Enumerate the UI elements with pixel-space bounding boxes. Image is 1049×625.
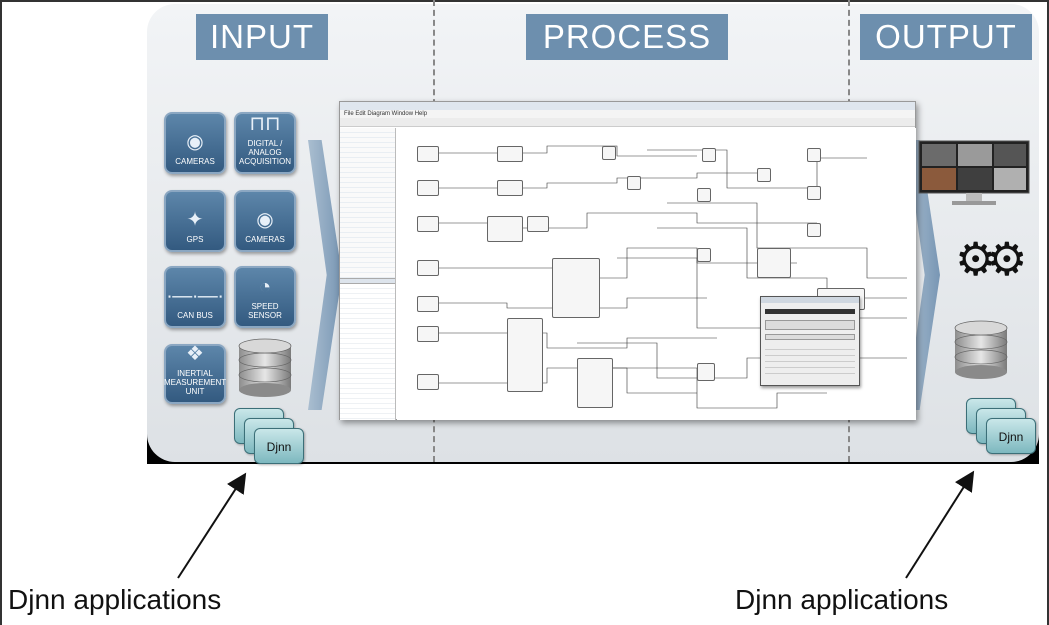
graph-node [417, 296, 439, 312]
output-header: OUTPUT [860, 14, 1032, 60]
popup-volume-bar [765, 334, 855, 340]
graph-node [757, 248, 791, 278]
gears-icon: ⚙⚙ [955, 233, 1028, 285]
editor-menu-bar: File Edit Diagram Window Help [340, 110, 915, 118]
popup-seek-bar [765, 320, 855, 330]
tree-rows [340, 128, 395, 278]
graph-node [807, 148, 821, 162]
djnn-card: Djnn [986, 418, 1036, 454]
graph-node [497, 180, 523, 196]
bus-network-icon: ∙—∙—∙ [166, 285, 224, 307]
graph-node [417, 260, 439, 276]
left-caption: Djnn applications [8, 584, 222, 615]
graph-node [487, 216, 523, 242]
djnn-stack-right: Djnn [966, 398, 1046, 462]
imu-tile: ❖ INERTIAL MEASUREMENT UNIT [164, 343, 226, 404]
cameras-tile-2: ◉ CAMERAS [234, 190, 296, 252]
can-bus-tile: ∙—∙—∙ CAN BUS [164, 266, 226, 328]
speedometer-icon: ◔ [258, 276, 272, 298]
djnn-card: Djnn [254, 428, 304, 464]
database-icon [238, 338, 292, 397]
speed-sensor-tile: ◔ SPEED SENSOR [234, 266, 296, 328]
graph-node [417, 146, 439, 162]
graph-node [577, 358, 613, 408]
camera-icon: ◉ [186, 131, 204, 153]
djnn-card-label: Djnn [266, 440, 292, 454]
graph-node [697, 248, 711, 262]
dataflow-editor-window: File Edit Diagram Window Help [339, 101, 916, 420]
right-callout-arrow [905, 470, 975, 579]
cameras-tile: ◉ CAMERAS [164, 112, 226, 174]
monitor-icon [918, 140, 1030, 205]
graph-node [807, 186, 821, 200]
process-header: PROCESS [526, 14, 728, 60]
graph-node [417, 374, 439, 390]
imu-cube-icon: ❖ [186, 343, 204, 365]
project-tree [340, 128, 396, 420]
acquisition-tile: ⊓⊓ DIGITAL / ANALOG ACQUISITION [234, 112, 296, 174]
graph-node [507, 318, 543, 392]
output-database-icon [954, 320, 1008, 379]
video-player-popup [760, 296, 860, 386]
graph-node [417, 180, 439, 196]
palette-rows [340, 284, 395, 420]
camera-icon: ◉ [256, 209, 274, 231]
graph-node [627, 176, 641, 190]
graph-node [417, 326, 439, 342]
right-caption: Djnn applications [735, 584, 949, 615]
djnn-stack-left: Djnn [234, 408, 314, 472]
graph-node [602, 146, 616, 160]
graph-node [697, 188, 711, 202]
editor-toolbar [340, 118, 915, 127]
input-header: INPUT [196, 14, 328, 60]
tree-splitter [340, 278, 395, 284]
waveform-icon: ⊓⊓ [249, 113, 281, 135]
graph-node [702, 148, 716, 162]
graph-node [697, 363, 715, 381]
graph-node [552, 258, 600, 318]
editor-title-bar [340, 102, 915, 110]
graph-node [757, 168, 771, 182]
graph-node [527, 216, 549, 232]
popup-title-bar [761, 297, 859, 303]
popup-timecode-row [765, 309, 855, 314]
left-callout-arrow [177, 472, 247, 579]
djnn-card-label: Djnn [998, 430, 1024, 444]
gps-tile: ✦ GPS [164, 190, 226, 252]
graph-node [497, 146, 523, 162]
popup-info-rows [765, 344, 855, 374]
graph-node [417, 216, 439, 232]
graph-node [807, 223, 821, 237]
satellite-icon: ✦ [186, 209, 204, 231]
